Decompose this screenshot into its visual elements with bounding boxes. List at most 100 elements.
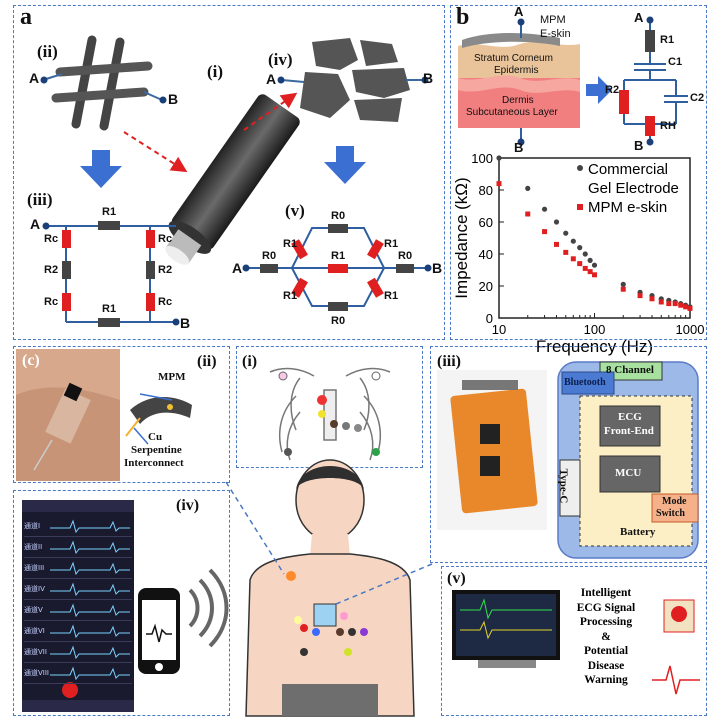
data-point-commercial [541, 206, 548, 212]
circuit-node-b: B [634, 138, 644, 153]
node-b-iv: B [423, 70, 434, 86]
label-b-r1: R1 [660, 34, 675, 46]
label-r0-bottom-v: R0 [331, 315, 346, 327]
label-r0-top-v: R0 [331, 210, 346, 222]
phone-channel-row: 通道VI [24, 621, 132, 642]
label-r1-mid-v: R1 [331, 250, 346, 262]
label-a-i: (i) [207, 62, 224, 81]
skin-mpm-label: MPM [540, 14, 566, 26]
y-tick-label: 80 [479, 183, 493, 198]
data-point-mpm [496, 181, 502, 187]
serpentine-label: Serpentine [131, 444, 182, 456]
label-b-c2: C2 [690, 92, 705, 104]
data-point-mpm [637, 293, 643, 299]
label-r1-ll-v: R1 [283, 290, 298, 302]
block-mode-1: Mode [662, 496, 687, 507]
phone-channel-label: 通道VII [24, 648, 47, 656]
block-mcu: MCU [615, 467, 642, 479]
label-r1-bottom-iii: R1 [102, 303, 117, 315]
data-point-commercial [496, 155, 502, 161]
y-tick-label: 40 [479, 247, 493, 262]
label-r1-top-iii: R1 [102, 206, 117, 218]
legend-text: Commercial [588, 161, 668, 178]
panel-c-photo [13, 346, 230, 483]
label-r0-right-v: R0 [398, 250, 413, 262]
phone-channel-wave [50, 582, 130, 597]
block-8-channel: 8 Channel [606, 364, 654, 376]
label-a-ii: (ii) [37, 42, 58, 61]
label-rc-4: Rc [158, 296, 173, 308]
label-r1-ul-v: R1 [283, 238, 298, 250]
mesh-rods-illustration [40, 35, 167, 131]
label-rc-3: Rc [158, 233, 173, 245]
data-point-commercial [587, 257, 593, 263]
skin-node-a: A [514, 4, 524, 19]
data-point-mpm [678, 302, 684, 308]
data-point-mpm [620, 286, 626, 292]
phone-channel-label: 通道V [24, 606, 43, 614]
label-r2-1: R2 [44, 264, 59, 276]
data-point-commercial [591, 262, 598, 268]
phone-channel-wave [50, 624, 130, 639]
skin-eskin-label: E-skin [540, 28, 571, 40]
data-point-mpm [582, 265, 588, 271]
phone-channel-label: 通道VIII [24, 669, 49, 677]
data-point-mpm [570, 256, 576, 262]
cu-label: Cu [148, 431, 163, 443]
data-point-mpm [666, 301, 672, 307]
phone-channel-label: 通道II [24, 543, 43, 551]
data-point-mpm [587, 269, 593, 275]
legend-marker-commercial [577, 165, 583, 171]
x-tick-label: 1000 [676, 322, 705, 337]
phone-channel-row: 通道VIII [24, 663, 132, 684]
label-b-rh: RH [660, 120, 676, 132]
node-a-iv: A [266, 71, 277, 87]
block-ecg-2: Front-End [604, 425, 654, 437]
data-point-mpm [563, 249, 569, 255]
block-mode-2: Switch [656, 508, 685, 519]
data-point-commercial [582, 251, 588, 257]
x-tick-label: 10 [492, 322, 506, 337]
panel-a [13, 5, 445, 340]
warning-line: Warning [584, 674, 628, 686]
panel-c-v [441, 566, 707, 716]
panel-a-label: a [20, 4, 32, 30]
y-tick-label: 0 [486, 311, 493, 326]
data-point-commercial [620, 281, 626, 287]
y-axis-label: Impedance (kΩ) [452, 177, 471, 298]
node-a-ii: A [29, 70, 40, 86]
dermis-label: Dermis [502, 95, 534, 106]
y-tick-label: 100 [471, 151, 493, 166]
phone-channel-label: 通道VI [24, 627, 45, 635]
data-point-mpm [649, 296, 655, 302]
data-point-mpm [542, 229, 548, 235]
node-b-v: B [432, 260, 443, 276]
legend-marker-mpm [577, 204, 583, 210]
node-b-ii: B [168, 91, 179, 107]
phone-channel-wave [50, 645, 130, 660]
mpm-label: MPM [158, 371, 186, 383]
label-b-c1: C1 [668, 56, 683, 68]
phone-channel-row: 通道I [24, 516, 132, 537]
data-point-mpm [525, 211, 531, 217]
block-ecg-1: ECG [618, 411, 642, 423]
label-c-iv: (iv) [176, 497, 200, 514]
circuit-node-a: A [634, 10, 644, 25]
label-a-v: (v) [285, 201, 305, 220]
label-rc-2: Rc [44, 296, 59, 308]
panel-b [450, 5, 707, 340]
data-point-mpm [592, 272, 597, 278]
phone-channel-row: 通道V [24, 600, 132, 621]
ribcage-illustration [269, 367, 391, 461]
block-battery: Battery [620, 526, 656, 538]
data-point-commercial [563, 230, 569, 236]
node-a-v: A [232, 260, 243, 276]
stratum-label: Stratum Corneum [474, 53, 553, 64]
panel-c-label: (c) [22, 352, 40, 369]
y-tick-label: 60 [479, 215, 493, 230]
label-rc-1: Rc [44, 233, 59, 245]
data-point-commercial [525, 185, 531, 191]
